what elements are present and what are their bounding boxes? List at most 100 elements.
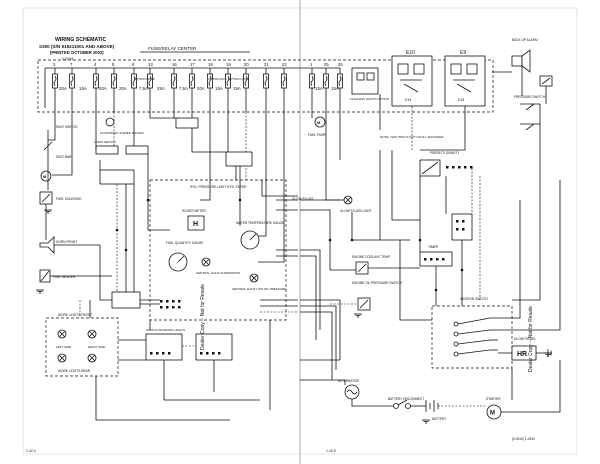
fuse-rating: 20A <box>119 86 127 91</box>
junction-dot <box>418 238 422 242</box>
wire <box>399 240 432 321</box>
watermark-left: Dealer Copy -- Not for Resale <box>200 284 206 350</box>
fuse-20: 20 <box>243 62 249 112</box>
fuse-rating: 7.5A <box>139 86 148 91</box>
relay-e9: E9 K15 <box>444 50 486 107</box>
glow-plugs-label: GLOW PLUGS <box>292 197 313 201</box>
wire <box>501 360 561 413</box>
central-light-oil-label: CENTRAL LIGHT LOW OIL PRESSURE <box>232 287 286 291</box>
junction-dot <box>434 288 438 292</box>
fuse-number: 8 <box>132 62 135 67</box>
fuse-4: 4 <box>93 62 99 112</box>
fuse-number: 21 <box>264 62 269 67</box>
page-number-left: 1-42.4 <box>26 449 36 453</box>
timer: TIMER <box>419 245 453 267</box>
page-number-right: 1-42.5 <box>326 449 336 453</box>
flasher-relay: FLASHING LIGHTS OPTION <box>350 67 389 101</box>
presets-gravity: PRESETS GRAVITY <box>419 151 473 177</box>
ground-icon <box>44 209 52 214</box>
horn-switch-label: HORN SWITCH <box>94 140 116 144</box>
wire <box>351 399 393 407</box>
work-lights-rear-label: WORK LIGHTS REAR <box>58 369 91 373</box>
title-line-3: (PRINTED OCTOBER 2002) <box>50 50 104 55</box>
wire <box>54 244 112 301</box>
starter-label: STARTER <box>486 397 501 401</box>
hours-meter-letter: H <box>193 221 198 228</box>
fuse-8: 8 <box>131 62 137 112</box>
seat-switch: SEAT SWITCH SEAT BAR <box>43 125 78 170</box>
fuse-rating: 15A <box>315 86 323 91</box>
engine-coolant-label: ENGINE COOLANT TEMP <box>352 255 390 259</box>
wire <box>300 255 317 340</box>
left-components: SEAT SWITCH SEAT BAR M FUEL SOLENOID HOR… <box>39 117 149 283</box>
glow-plugs-block: GLOW PLUGS GLOW PLUGS LIGHT <box>292 195 372 213</box>
junction-dot <box>124 248 128 252</box>
fuse-rating: 20A <box>59 86 67 91</box>
wire <box>490 180 561 331</box>
wire <box>200 112 211 201</box>
back-up-alarm-label: BACK UP ALARM <box>512 38 538 42</box>
fuel-solenoid-label: FUEL SOLENOID <box>56 197 82 201</box>
wire <box>351 212 410 241</box>
fuse-26: 26 <box>337 62 343 112</box>
option-label: OPTION HYDR <box>228 77 250 81</box>
fuel-solenoid: M FUEL SOLENOID <box>39 170 82 205</box>
accessory-label: ACCESSORY POWER SOCKET <box>100 131 144 135</box>
work-lights-front-label: WORK LIGHTS FRONT <box>58 313 92 317</box>
option-label: OPTION HYDR <box>134 77 156 81</box>
fuse-number: 7 <box>70 62 73 67</box>
fuse-number: 3 <box>53 62 56 67</box>
wire <box>300 379 346 385</box>
relay-e10: E10 K14 <box>391 50 433 107</box>
fuse-7: 7 <box>69 62 75 112</box>
junction-dot <box>238 198 242 202</box>
horn-front: HORN FRONT <box>39 236 77 254</box>
wire <box>48 112 56 141</box>
fuse-13: 13 <box>147 62 153 112</box>
ground-icon <box>422 419 430 424</box>
wire <box>512 124 541 301</box>
glow-plugs-light-label: GLOW PLUGS LIGHT <box>340 209 372 213</box>
heater-relay: GLOW PLUGS HR <box>498 337 552 361</box>
junction-dot <box>115 228 119 232</box>
wire <box>259 112 267 237</box>
fuse-number: 20 <box>244 62 249 67</box>
wiring-right <box>36 66 561 424</box>
fuse-16: 16 <box>171 62 177 112</box>
fuse-rating: 15A <box>331 86 339 91</box>
fuse-number: 13 <box>148 62 153 67</box>
ground-icon <box>36 289 44 294</box>
seat-bar-label: SEAT BAR <box>56 155 72 159</box>
gauge-cluster: HYD. PRESSURE LIGHT HYD. FILTER HOURS ME… <box>149 179 287 321</box>
wire <box>420 106 466 151</box>
fuse-center-outline <box>37 59 494 113</box>
alternator: ALTERNATOR <box>338 379 360 400</box>
switch-working-lights-label: SWITCH WORKING LIGHTS <box>146 328 185 332</box>
battery-disconnect-label: BATTERY DISCONNECT <box>388 397 424 401</box>
note-label: NOTE: THIS ITEM IS NOT ON ALL MACHINES <box>380 135 443 139</box>
central-light-alt-label: CENTRAL LIGHT ALTERNATOR <box>196 271 241 275</box>
title-line-4: V-0294 <box>62 57 73 61</box>
pressure-switches: PRESSURE SWITCH <box>514 95 546 131</box>
wire <box>391 150 420 221</box>
starter: STARTER M <box>486 397 502 420</box>
fuse-number: 19 <box>226 62 231 67</box>
fuel-quantity-label: FUEL QUANTITY GAUGE <box>166 241 203 245</box>
junction-dot <box>146 198 150 202</box>
switch-working-lights: SWITCH WORKING LIGHTS <box>145 328 233 361</box>
fuse-1: 1 <box>309 62 315 112</box>
title-line-1: WIRING SCHEMATIC <box>55 37 106 43</box>
wire <box>258 112 285 263</box>
work-lights: WORK LIGHTS FRONT LEFT SIDE RIGHT SIDE W… <box>45 313 119 377</box>
svg-text:M: M <box>317 120 321 125</box>
ignition-switch-label: IGNITION SWITCH <box>460 297 488 301</box>
engine-coolant: ENGINE COOLANT TEMP <box>352 255 390 275</box>
fuse-number: 17 <box>190 62 195 67</box>
fuse-rating: 15A <box>215 86 223 91</box>
hours-meter-label: HOURS METER <box>182 209 206 213</box>
sheet-border <box>22 7 578 455</box>
fuse-21: 21 <box>263 62 269 112</box>
